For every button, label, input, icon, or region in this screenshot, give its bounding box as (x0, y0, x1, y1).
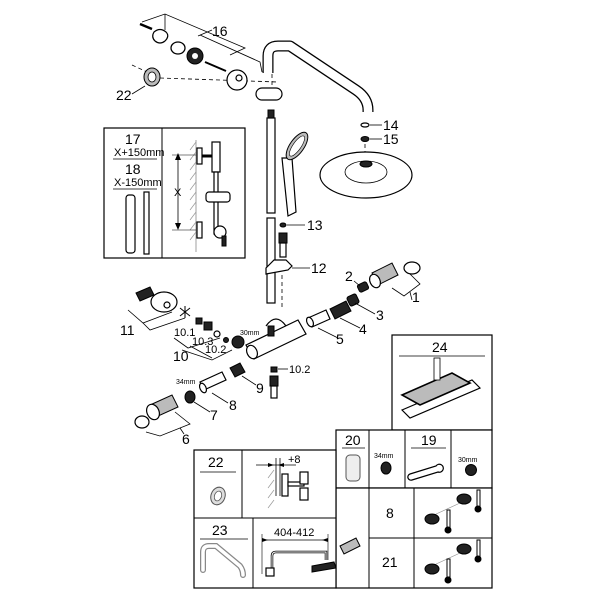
label-8: 8 (229, 397, 237, 413)
washer-10-2b-icon (270, 366, 278, 373)
label-7: 7 (210, 407, 218, 423)
o-ring-icon (170, 41, 186, 55)
box-22-offset: +8 (288, 454, 301, 466)
box-label-18: 18 (125, 161, 141, 177)
box-label-19: 19 (421, 432, 437, 448)
part-10-3-icon (203, 321, 213, 331)
thermostat-cartridge-icons-21 (424, 539, 482, 584)
cartridge-hot-icon (456, 493, 472, 505)
hand-shower-icon (281, 157, 297, 217)
thermostat-group: 10.2 (245, 318, 310, 399)
thermostat-cartridge-icons-8 (424, 489, 482, 534)
label-4: 4 (359, 321, 367, 337)
mounting-plate-icon (152, 28, 169, 44)
label-10-1: 10.1 (174, 327, 195, 339)
cartridge-spare-icon (339, 537, 361, 555)
check-valve-9-icon (229, 362, 246, 378)
nut-30mm-icon (231, 335, 245, 349)
box-24: 24 (391, 334, 493, 431)
cartridge-hot-21-icon (456, 543, 472, 555)
box-spec-18: X-150mm (114, 177, 162, 189)
label-2: 2 (345, 268, 353, 284)
head-shower-23-icon (311, 561, 337, 573)
washer-15-icon (360, 136, 370, 142)
box-label-17: 17 (125, 131, 141, 147)
box-label-21: 21 (382, 554, 398, 570)
thermometer-hot-icon (474, 505, 482, 513)
box-row-20-19: 20 34mm 19 30mm (335, 429, 493, 489)
cartridge-cold-icon (424, 513, 440, 525)
wrench-icon (407, 463, 444, 481)
riser-holder-icon (255, 87, 283, 101)
cap-6-icon (134, 415, 150, 429)
label-12: 12 (311, 260, 327, 276)
rosette-11-icon (150, 291, 178, 313)
riser-rail-upper (266, 117, 276, 214)
box-label-23: 23 (212, 522, 228, 538)
thermometer-hot-21-icon (474, 555, 482, 563)
wall-mount-group: 22 16 (116, 13, 279, 103)
box-19-size: 30mm (458, 457, 478, 464)
label-5: 5 (336, 331, 344, 347)
box-row-8-21: 8 21 (335, 487, 493, 589)
part-3-icon (346, 293, 360, 307)
cap-1-icon (403, 261, 421, 275)
label-14: 14 (383, 117, 399, 133)
bracket-icon-box (205, 191, 231, 203)
label-11: 11 (120, 322, 135, 338)
box-20-size: 34mm (374, 453, 394, 460)
riser-length-box: 17 X+150mm 18 X-150mm X (103, 127, 246, 259)
washer-13-icon (279, 222, 287, 228)
wall-bracket-icon (281, 473, 289, 497)
box-23-range: 404-412 (274, 527, 314, 539)
shower-arm-group: 14 15 (255, 40, 413, 199)
thermometer-icon (444, 526, 452, 534)
label-1: 1 (412, 289, 420, 305)
head-shower-icon (319, 151, 413, 199)
label-16: 16 (212, 23, 228, 39)
left-valve-parts: 11 30mm 10.1 10.3 10.2 10 9 8 34mm 7 (120, 286, 264, 447)
riser-rail-group: 13 12 (265, 109, 327, 310)
label-10-3: 10.3 (192, 336, 213, 348)
label-6: 6 (182, 431, 190, 447)
label-10-2: 10.2 (205, 344, 226, 356)
label-15: 15 (383, 131, 399, 147)
ring-34mm-icon (380, 461, 392, 475)
right-valve-parts: 1 2 3 4 5 (305, 261, 421, 347)
cartridge-4-icon (329, 300, 352, 320)
ring-7-icon (184, 390, 196, 404)
label-9: 9 (256, 380, 264, 396)
label-22: 22 (116, 87, 132, 103)
part-10-1-icon (195, 317, 203, 325)
cartridge-cold-21-icon (424, 563, 440, 575)
box-label-8: 8 (386, 505, 394, 521)
riser-tube-icon (125, 194, 136, 254)
dimension-30mm: 30mm (240, 330, 260, 337)
label-10: 10 (173, 348, 189, 364)
label-13: 13 (307, 217, 323, 233)
box-spec-17: X+150mm (114, 147, 164, 159)
dimension-34mm: 34mm (176, 379, 196, 386)
glider-icon (265, 259, 293, 275)
dimension-x: X (174, 187, 182, 199)
box-label-22: 22 (208, 454, 224, 470)
sleeve-20-icon (345, 454, 361, 482)
box-label-20: 20 (345, 432, 361, 448)
nut-30mm-box-icon (465, 464, 477, 476)
box-22-23: 22 +8 23 404-412 (193, 449, 337, 589)
label-10-2b: 10.2 (289, 364, 310, 376)
washer-14-icon (360, 122, 370, 128)
riser-rod-icon (143, 191, 150, 255)
box-label-24: 24 (432, 339, 448, 355)
part-2-icon (356, 281, 370, 293)
thermometer-21-icon (444, 576, 452, 584)
label-3: 3 (376, 307, 384, 323)
